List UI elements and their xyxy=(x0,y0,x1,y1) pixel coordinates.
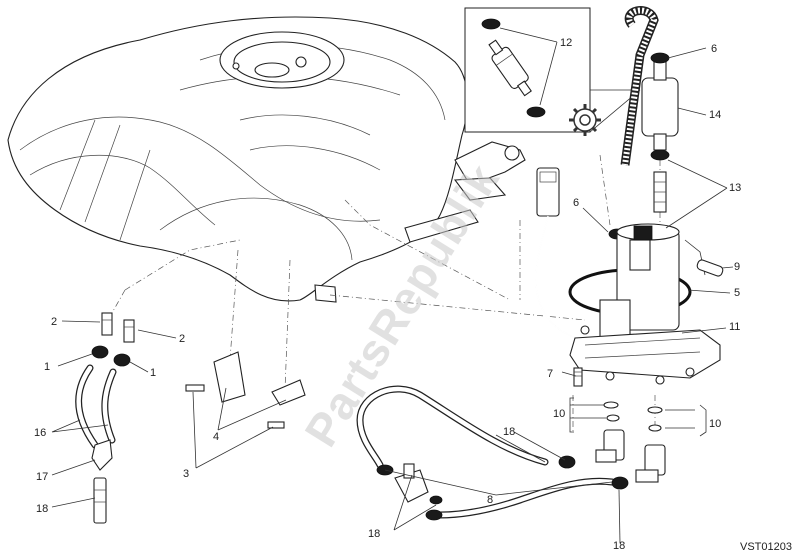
fuel-tank xyxy=(7,16,526,303)
callout-18-bottom: 18 xyxy=(613,540,625,552)
callout-6-upper: 6 xyxy=(711,43,717,55)
leader-lines xyxy=(51,27,734,544)
callout-10-left: 10 xyxy=(553,408,565,420)
callout-16: 17 xyxy=(36,471,48,483)
fuel-hose xyxy=(356,385,629,521)
callout-2-left: 2 xyxy=(51,316,57,328)
callout-14: 14 xyxy=(709,109,721,121)
mounting-brackets xyxy=(185,351,306,429)
callout-4: 4 xyxy=(213,431,219,443)
fuel-pump-assembly xyxy=(535,6,724,483)
callout-9: 9 xyxy=(734,261,740,273)
callout-18-top: 18 xyxy=(503,426,515,438)
callout-labels: 2 2 1 1 16 17 18 4 3 18 8 18 18 7 10 10 … xyxy=(34,37,741,552)
callout-2-right: 2 xyxy=(179,333,185,345)
detail-inset-box xyxy=(464,7,641,136)
callout-13: 13 xyxy=(729,182,741,194)
callout-11: 11 xyxy=(729,321,740,333)
callout-18-left: 18 xyxy=(368,528,380,540)
callout-8: 8 xyxy=(487,494,493,506)
callout-17: 18 xyxy=(36,503,48,515)
callout-5: 5 xyxy=(734,287,740,299)
vent-hoses-and-fittings xyxy=(75,312,135,524)
callout-15: 16 xyxy=(34,427,46,439)
gear-icon xyxy=(569,104,601,136)
callout-1-right: 1 xyxy=(150,367,156,379)
drawing-code: VST01203 xyxy=(740,541,792,553)
callout-7: 7 xyxy=(547,368,553,380)
callout-3: 3 xyxy=(183,468,189,480)
callout-1-left: 1 xyxy=(44,361,50,373)
callout-10-right: 10 xyxy=(709,418,721,430)
callout-6-lower: 6 xyxy=(573,197,579,209)
callout-12: 12 xyxy=(560,37,572,49)
